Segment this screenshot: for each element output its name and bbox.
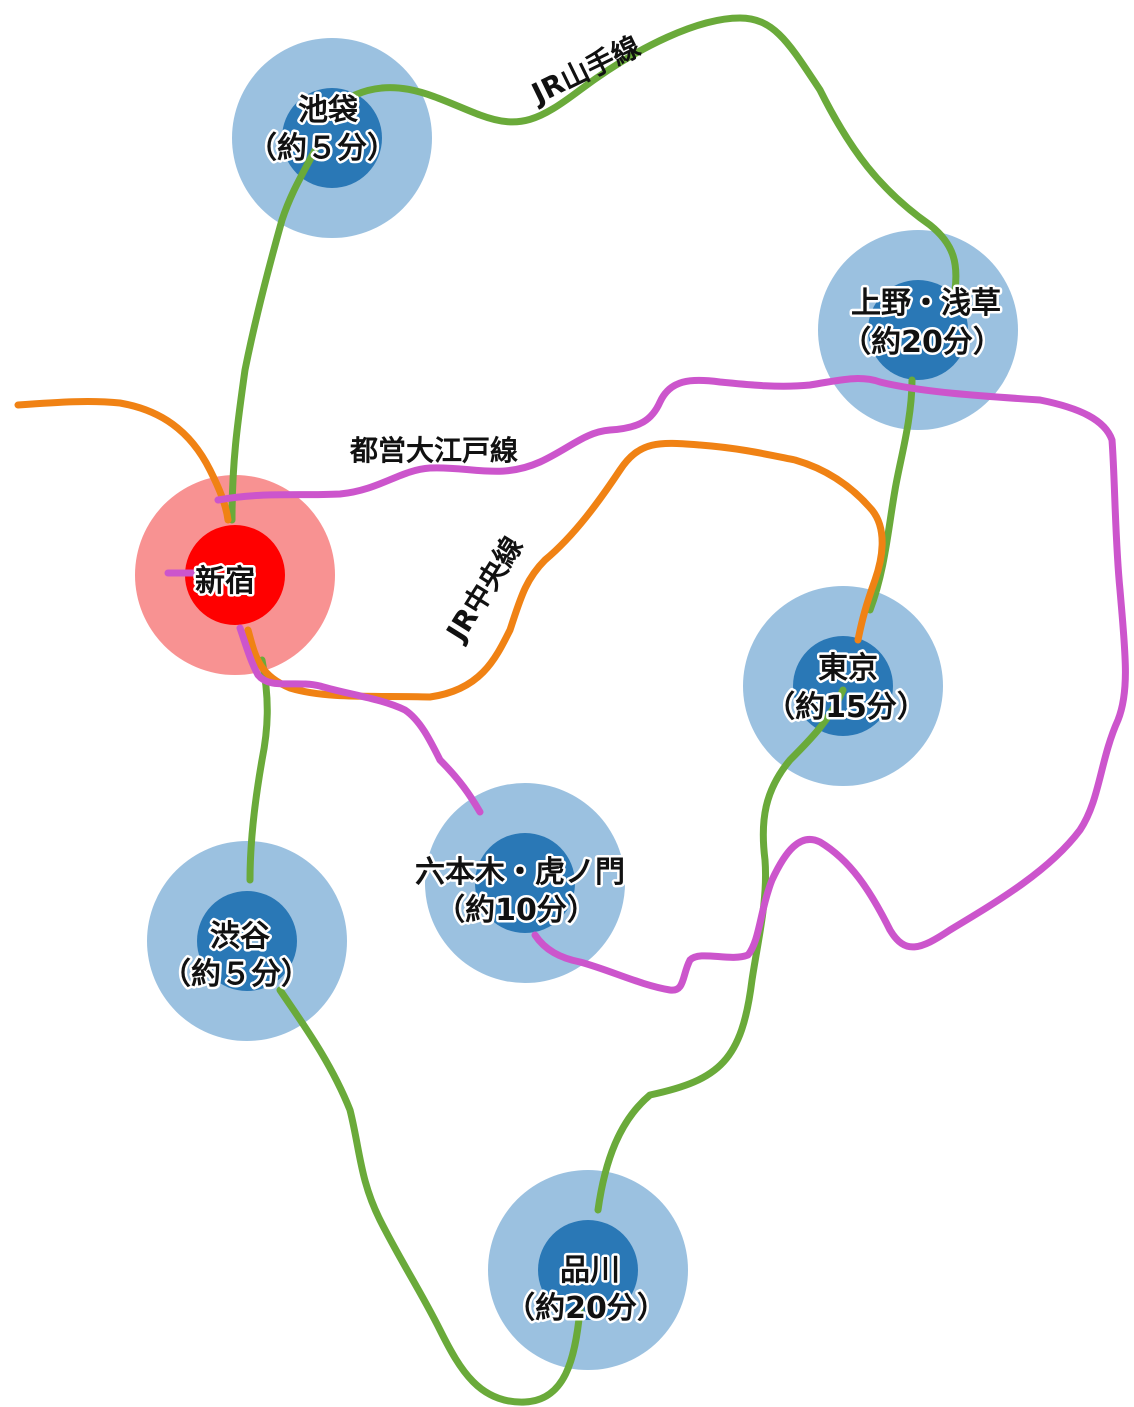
- oedo-line-label: 都営大江戸線: [349, 434, 518, 467]
- station-core-shibuya: [197, 891, 297, 991]
- station-name-shinjuku: 新宿: [195, 564, 255, 599]
- oedo-line: [164, 375, 1129, 994]
- yamanote-line-label: JR山手線: [525, 30, 646, 111]
- station-time-shinagawa: （約20分）: [505, 1291, 667, 1326]
- station-name-ueno: 上野・浅草: [851, 286, 1001, 321]
- station-core-ueno: [868, 280, 968, 380]
- chuo-line: [14, 398, 886, 701]
- station-core-tokyo: [793, 636, 893, 736]
- station-time-tokyo: （約15分）: [765, 690, 927, 725]
- station-time-ueno: （約20分）: [841, 325, 1003, 360]
- station-core-roppongi: [475, 833, 575, 933]
- station-time-roppongi: （約10分）: [435, 893, 597, 928]
- station-name-shibuya: 渋谷: [210, 919, 270, 954]
- station-name-tokyo: 東京: [818, 651, 878, 686]
- station-core-shinagawa: [538, 1220, 638, 1320]
- station-name-shinagawa: 品川: [560, 1253, 620, 1288]
- chuo-line-label: JR中央線: [439, 531, 530, 649]
- yamanote-line: [228, 14, 960, 1406]
- station-time-shibuya: （約５分）: [161, 957, 311, 992]
- station-name-ikebukuro: 池袋: [298, 93, 358, 128]
- station-core-shinjuku: [185, 525, 285, 625]
- station-time-ikebukuro: （約５分）: [247, 131, 397, 166]
- station-name-roppongi: 六本木・虎ノ門: [415, 855, 625, 890]
